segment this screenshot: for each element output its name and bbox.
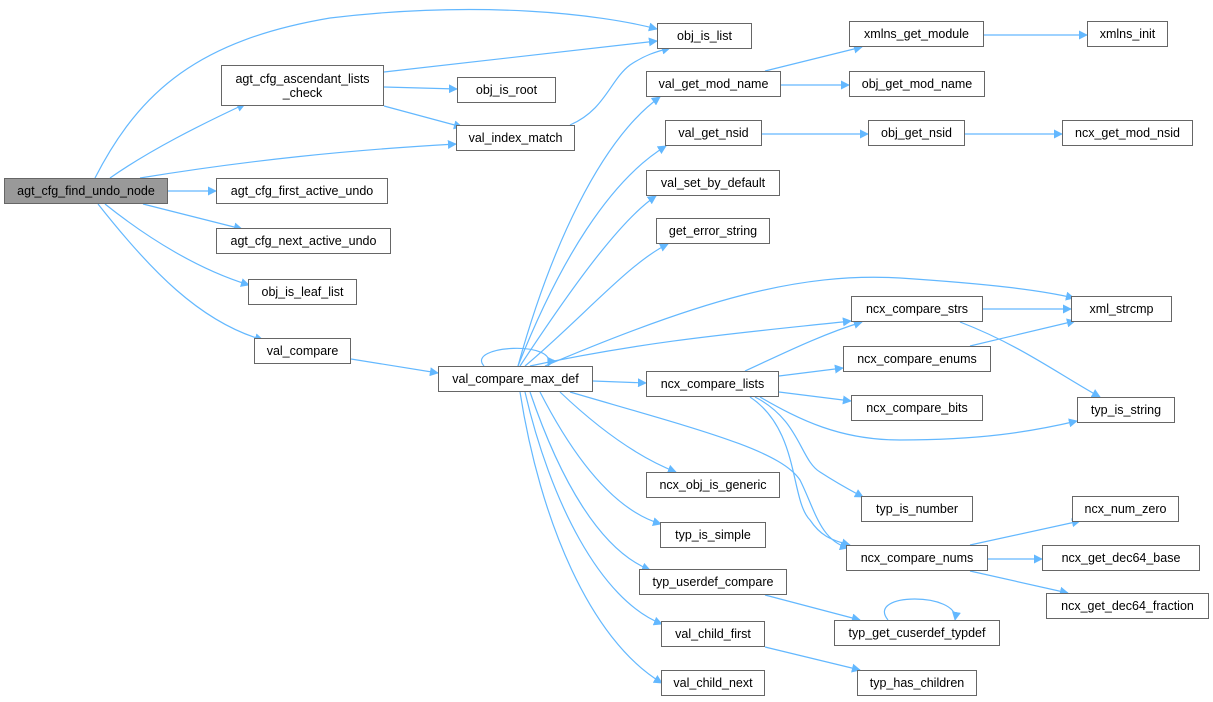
node-ncx-compare-lists[interactable]: ncx_compare_lists: [646, 371, 779, 397]
edge-lists-to-bits: [778, 391, 852, 405]
edge-max-def-to-val-get-nsid: [517, 145, 667, 367]
edge-max-def-to-ncx-obj-is-generic: [559, 391, 677, 474]
edge-lists-to-strs: [744, 320, 863, 372]
node-obj-is-root[interactable]: obj_is_root: [457, 77, 556, 103]
edge-max-def-to-val-get-mod-name: [517, 96, 661, 367]
node-ncx-compare-bits[interactable]: ncx_compare_bits: [851, 395, 983, 421]
node-typ-is-simple[interactable]: typ_is_simple: [660, 522, 766, 548]
edge-lists-to-ncx-compare-nums: [749, 396, 851, 548]
node-val-get-nsid[interactable]: val_get_nsid: [665, 120, 762, 146]
edge-find-undo-to-next-active: [142, 203, 243, 232]
node-obj-get-mod-name[interactable]: obj_get_mod_name: [849, 71, 985, 97]
edge-find-undo-to-ascendant: [109, 103, 246, 179]
edge-max-def-to-typ-userdef-compare: [529, 391, 651, 572]
edge-max-def-to-ncx-compare-nums: [569, 391, 849, 551]
node-ncx-get-dec64-fraction[interactable]: ncx_get_dec64_fraction: [1046, 593, 1209, 619]
node-agt-cfg-next-active-undo[interactable]: agt_cfg_next_active_undo: [216, 228, 391, 254]
edge-enums-to-xml-strcmp: [969, 318, 1076, 347]
node-typ-get-cuserdef-typdef[interactable]: typ_get_cuserdef_typdef: [834, 620, 1000, 646]
node-xml-strcmp[interactable]: xml_strcmp: [1071, 296, 1172, 322]
node-obj-is-list[interactable]: obj_is_list: [657, 23, 752, 49]
edge-max-def-to-xml-strcmp: [544, 276, 1075, 367]
node-ncx-get-dec64-base[interactable]: ncx_get_dec64_base: [1042, 545, 1200, 571]
edge-find-undo-to-leaf-list: [104, 203, 250, 287]
node-val-child-next[interactable]: val_child_next: [661, 670, 765, 696]
node-val-set-by-default[interactable]: val_set_by_default: [646, 170, 780, 196]
edge-nums-to-dec64-fraction: [969, 570, 1069, 596]
node-val-index-match[interactable]: val_index_match: [456, 125, 575, 151]
node-ncx-compare-enums[interactable]: ncx_compare_enums: [843, 346, 991, 372]
node-typ-has-children[interactable]: typ_has_children: [857, 670, 977, 696]
edge-max-def-to-ncx-compare-lists: [592, 378, 647, 388]
node-typ-is-string[interactable]: typ_is_string: [1077, 397, 1175, 423]
node-obj-is-leaf-list[interactable]: obj_is_leaf_list: [248, 279, 357, 305]
node-agt-cfg-first-active-undo[interactable]: agt_cfg_first_active_undo: [216, 178, 388, 204]
node-val-child-first[interactable]: val_child_first: [661, 621, 765, 647]
node-ncx-get-mod-nsid[interactable]: ncx_get_mod_nsid: [1062, 120, 1193, 146]
edge-val-get-mod-name-to-xmlns-get-module: [764, 44, 863, 72]
node-ncx-compare-strs[interactable]: ncx_compare_strs: [851, 296, 983, 322]
node-get-error-string[interactable]: get_error_string: [656, 218, 770, 244]
edge-userdef-compare-to-cuserdef-typdef: [764, 594, 861, 623]
edge-max-def-to-typ-is-simple: [539, 391, 662, 527]
edge-max-def-to-val-child-next: [519, 391, 663, 684]
edge-max-def-to-val-child-first: [524, 391, 663, 626]
edge-lists-to-typ-is-string: [759, 396, 1078, 441]
edge-find-undo-to-obj-is-list: [94, 8, 658, 179]
edge-lists-to-enums: [778, 364, 844, 377]
edge-nums-to-num-zero: [969, 518, 1081, 546]
edge-val-compare-to-max-def: [350, 358, 439, 377]
edge-lists-to-typ-is-number: [754, 396, 864, 498]
node-ncx-obj-is-generic[interactable]: ncx_obj_is_generic: [646, 472, 780, 498]
node-xmlns-get-module[interactable]: xmlns_get_module: [849, 21, 984, 47]
edge-max-def-to-val-set-by-default: [519, 195, 657, 367]
edge-index-match-to-obj-is-list: [569, 45, 671, 126]
node-agt-cfg-find-undo-node[interactable]: agt_cfg_find_undo_node: [4, 178, 168, 204]
edge-find-undo-to-val-compare: [97, 203, 264, 343]
node-ncx-compare-nums[interactable]: ncx_compare_nums: [846, 545, 988, 571]
edge-max-def-self-loop: [480, 347, 556, 367]
edge-max-def-to-ncx-compare-strs: [529, 317, 852, 367]
node-val-get-mod-name[interactable]: val_get_mod_name: [646, 71, 781, 97]
edge-strs-to-typ-is-string: [959, 321, 1101, 398]
node-typ-is-number[interactable]: typ_is_number: [861, 496, 973, 522]
node-typ-userdef-compare[interactable]: typ_userdef_compare: [639, 569, 787, 595]
node-ncx-num-zero[interactable]: ncx_num_zero: [1072, 496, 1179, 522]
edge-ascendant-to-obj-is-root: [383, 84, 458, 94]
node-obj-get-nsid[interactable]: obj_get_nsid: [868, 120, 965, 146]
edge-val-child-first-to-typ-has-children: [764, 646, 861, 673]
node-xmlns-init[interactable]: xmlns_init: [1087, 21, 1168, 47]
node-agt-cfg-ascendant-lists-check[interactable]: agt_cfg_ascendant_lists _check: [221, 65, 384, 106]
edge-ascendant-to-index-match: [383, 105, 463, 130]
edge-max-def-to-get-error-string: [524, 243, 669, 367]
node-val-compare[interactable]: val_compare: [254, 338, 351, 364]
edge-find-undo-to-index-match: [139, 139, 457, 179]
edge-ascendant-to-obj-is-list: [383, 37, 658, 73]
edge-cuserdef-typdef-self-loop: [884, 598, 961, 621]
node-val-compare-max-def[interactable]: val_compare_max_def: [438, 366, 593, 392]
